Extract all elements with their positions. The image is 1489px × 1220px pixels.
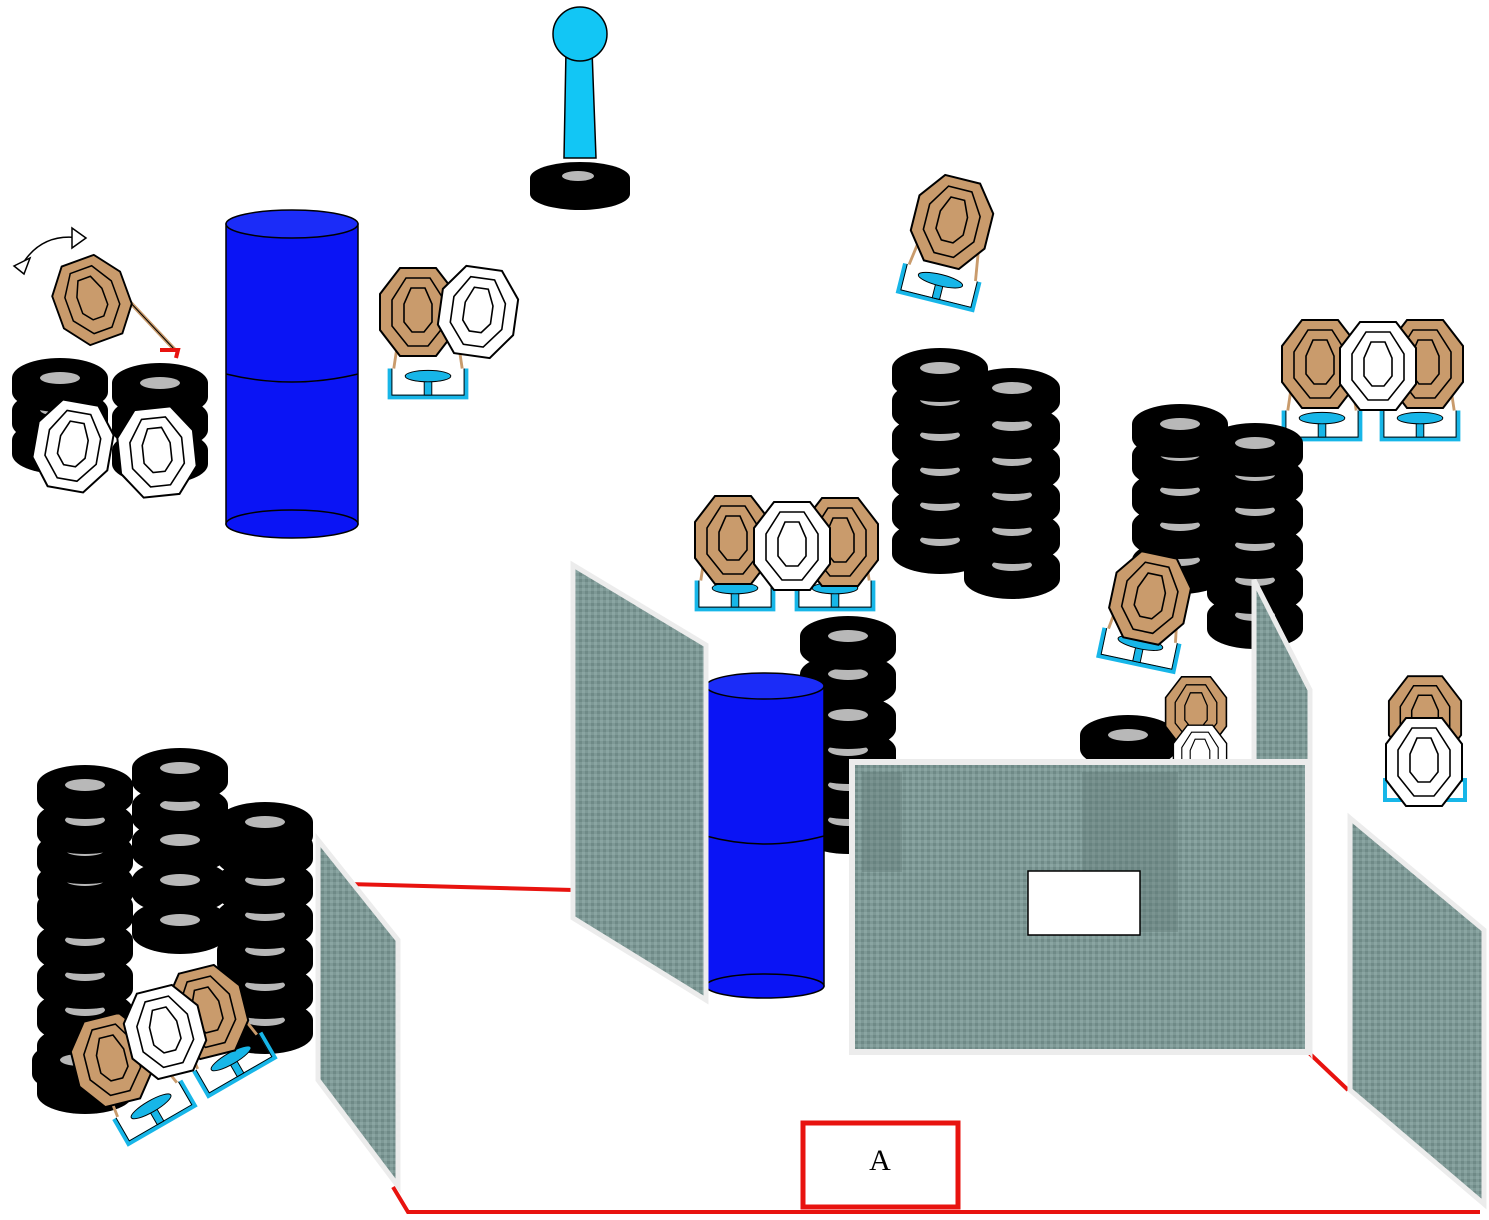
start-box: A [800,1120,961,1210]
tire-stack-center [892,348,1060,599]
popper [530,6,630,210]
cardboard-target [899,170,1000,310]
fault-line [346,882,1480,1214]
wall-center [570,560,709,1005]
wall-left [315,832,401,1194]
swinging-target [12,226,181,359]
target-pair-far-right [1383,676,1467,806]
wall-far-right [1347,812,1487,1210]
target-group-right [1282,320,1463,439]
target-pair-top [380,263,522,397]
barrel-center [705,672,825,999]
start-box-label: A [869,1144,891,1177]
barrel [225,209,359,539]
target-group-center [695,496,878,609]
window-port [1027,870,1141,936]
